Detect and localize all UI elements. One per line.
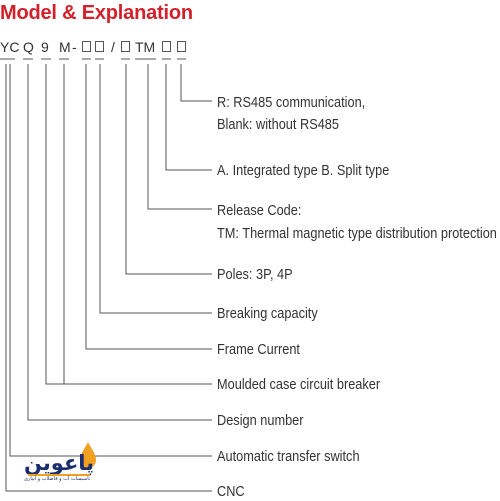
line-cnc (5, 64, 212, 492)
label-communication-2: Blank: without RS485 (217, 117, 340, 133)
code-box-breaking-capacity (95, 41, 104, 52)
label-frame-current: Frame Current (217, 342, 300, 358)
code-dash: - (72, 39, 77, 55)
code-q: Q (23, 39, 34, 55)
label-release-code-2: TM: Thermal magnetic type distribution p… (217, 226, 497, 242)
code-box-communication (177, 41, 186, 52)
line-release (147, 64, 212, 210)
code-box-poles (121, 41, 130, 52)
line-mccb (45, 64, 212, 385)
line-type (165, 64, 212, 171)
label-communication-1: R: RS485 communication, (217, 95, 366, 111)
label-release-code-1: Release Code: (217, 203, 302, 219)
label-design-number: Design number (217, 413, 304, 429)
line-frame (85, 64, 212, 350)
label-breaking-capacity: Breaking capacity (217, 306, 318, 322)
faucet-icon (80, 442, 96, 468)
code-tm: TM (135, 39, 156, 55)
line-breaking (99, 64, 212, 314)
line-poles (125, 64, 212, 275)
page-title: Model & Explanation (0, 2, 193, 24)
watermark-bar (28, 474, 90, 476)
watermark-subtitle: تاسیسات آب و فاضلاب و آبیاری (24, 476, 91, 482)
code-m: M (59, 39, 71, 55)
code-yc: YC (0, 39, 20, 55)
label-poles: Poles: 3P, 4P (217, 267, 293, 283)
label-mccb: Moulded case circuit breaker (217, 377, 381, 393)
line-ats (9, 64, 212, 457)
watermark-logo-text: پاعوین (24, 451, 95, 475)
label-ats: Automatic transfer switch (217, 449, 360, 465)
label-type: A. Integrated type B. Split type (217, 163, 390, 179)
code-slash: / (111, 39, 115, 55)
line-design (27, 64, 212, 421)
code-box-type (162, 41, 171, 52)
code-box-frame-current (82, 41, 91, 52)
code-9: 9 (41, 39, 49, 55)
label-cnc: CNC (217, 484, 245, 500)
line-comm (180, 64, 212, 102)
